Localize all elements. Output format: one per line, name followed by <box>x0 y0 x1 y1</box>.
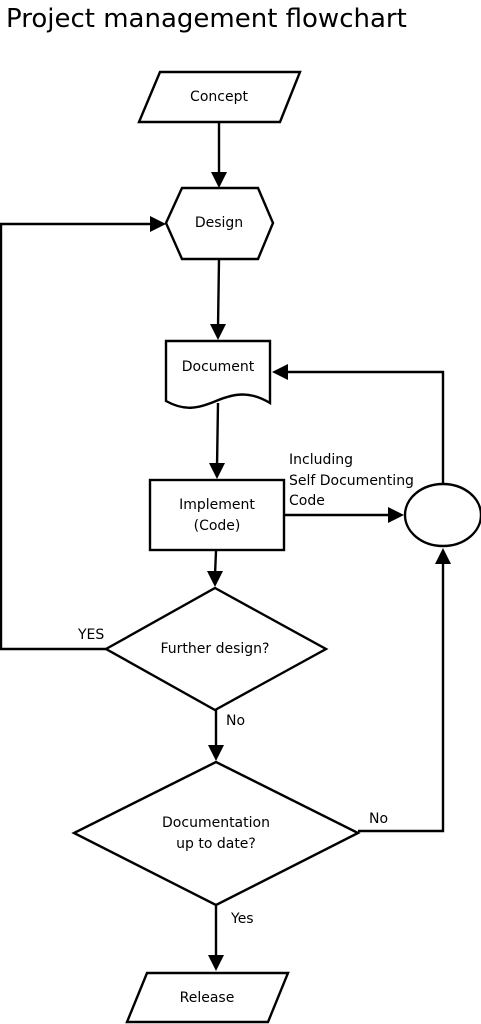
arrowhead <box>211 172 227 188</box>
decision-diamond-shape <box>103 586 329 712</box>
io-parallelogram-shape <box>125 971 290 1024</box>
arrowhead <box>210 324 226 340</box>
node-label: Document <box>182 359 255 375</box>
node-further-design: Further design? <box>103 586 329 712</box>
arrowhead <box>272 364 288 380</box>
node-design: Design <box>164 186 275 261</box>
arrowhead <box>435 548 451 564</box>
node-docs-up-to-date: Documentation up to date? <box>71 760 361 907</box>
node-release: Release <box>125 971 290 1024</box>
arrowhead <box>207 571 223 587</box>
document-shape <box>164 339 272 409</box>
edge-label-including-2: Self Documenting <box>289 473 414 489</box>
node-label: Further design? <box>161 641 270 657</box>
arrowhead <box>209 463 225 479</box>
node-concept: Concept <box>137 70 302 124</box>
node-label: Design <box>195 215 243 231</box>
connector-circle-shape <box>403 482 481 548</box>
edge-design-document <box>216 258 221 329</box>
edge-label-no-docs: No <box>369 811 388 827</box>
node-label: Concept <box>190 89 248 105</box>
preparation-hexagon-shape <box>164 186 275 261</box>
node-implement: Implement (Code) <box>148 478 286 552</box>
edge-further-design-yes <box>0 222 154 651</box>
arrowhead <box>388 507 404 523</box>
node-label-line2: (Code) <box>194 518 241 534</box>
node-connector <box>403 482 481 548</box>
node-label-line1: Implement <box>179 497 255 513</box>
edge-label-including-3: Code <box>289 493 325 509</box>
edge-document-implement <box>215 402 220 468</box>
edge-label-yes-further: YES <box>77 627 104 643</box>
edge-label-including-1: Including <box>289 452 353 468</box>
arrowhead <box>208 745 224 761</box>
edge-label-yes-docs: Yes <box>230 911 254 927</box>
edge-docs-connector-no <box>358 560 445 833</box>
edges <box>0 122 451 971</box>
edge-connector-document <box>284 370 445 484</box>
arrowhead <box>208 955 224 971</box>
io-parallelogram-shape <box>137 70 302 124</box>
node-document: Document <box>164 339 272 409</box>
page-title: Project management flowchart <box>6 4 407 34</box>
arrowhead <box>150 216 166 232</box>
decision-diamond-shape <box>71 760 361 907</box>
edge-label-no-further: No <box>226 713 245 729</box>
node-label: Release <box>180 990 235 1006</box>
node-label-line1: Documentation <box>162 815 270 831</box>
node-label-line2: up to date? <box>176 836 256 852</box>
process-rect-shape <box>148 478 286 552</box>
